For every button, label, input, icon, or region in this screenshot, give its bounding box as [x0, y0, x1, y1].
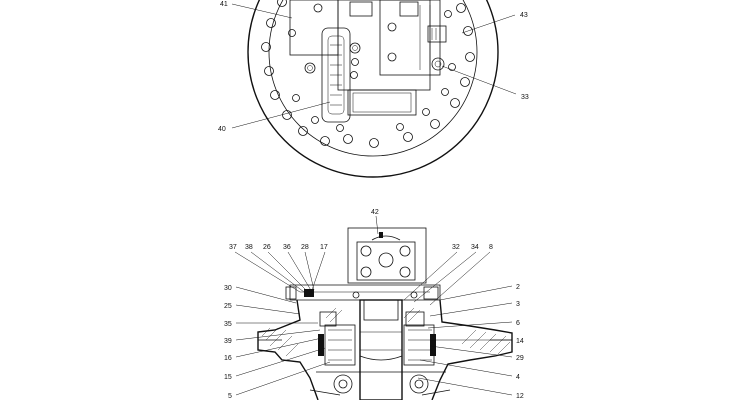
bolt-hole [450, 98, 460, 108]
section-view: 42 37 38 26 36 28 17 32 34 8 30 25 35 39… [224, 209, 524, 400]
bolt-hole [320, 136, 330, 146]
callout-43: 43 [520, 12, 528, 19]
bolt-hole [441, 88, 449, 96]
callout-33: 33 [521, 94, 529, 101]
bolt-hole [336, 124, 344, 132]
callout-39: 39 [224, 338, 232, 345]
bolt-hole [460, 77, 470, 87]
bolt-hole [369, 138, 379, 148]
callout-8: 8 [489, 244, 493, 251]
bolt-hole [430, 119, 440, 129]
bolt-hole [448, 63, 456, 71]
bolt-hole [282, 110, 292, 120]
bolt-hole [422, 108, 430, 116]
callout-40: 40 [218, 126, 226, 133]
callout-16: 16 [224, 355, 232, 362]
callout-38: 38 [245, 244, 253, 251]
section-bearings [309, 311, 451, 396]
bolt-hole [277, 0, 287, 7]
flange-bolt-holes [261, 0, 475, 148]
bolt-hole [270, 90, 280, 100]
callout-26: 26 [263, 244, 271, 251]
valve-cover-lower [347, 89, 417, 116]
bolt-hole [444, 10, 452, 18]
callout-6: 6 [516, 320, 520, 327]
section-housing [257, 299, 513, 400]
bolt-hole [264, 66, 274, 76]
callout-34: 34 [471, 244, 479, 251]
valve-block-main [337, 0, 431, 91]
valve-block [289, 0, 447, 123]
callout-35: 35 [224, 321, 232, 328]
bolt-hole [403, 132, 413, 142]
flange-inner-circle [268, 0, 478, 157]
bolt-hole [298, 126, 308, 136]
bolt-hole [456, 3, 466, 13]
relief-valve [321, 27, 351, 123]
callout-5: 5 [228, 393, 232, 400]
bolt-hole [311, 116, 319, 124]
valve-block-right [379, 0, 441, 76]
bolt-hole [266, 18, 276, 28]
bolt-hole [343, 134, 353, 144]
bolt-hole [396, 123, 404, 131]
callout-36: 36 [283, 244, 291, 251]
callout-12: 12 [516, 393, 524, 400]
callout-28: 28 [301, 244, 309, 251]
section-leaders [234, 215, 513, 396]
bolt-hole [288, 29, 296, 37]
callout-29: 29 [516, 355, 524, 362]
bolt-hole [292, 94, 300, 102]
section-valve-block [347, 227, 427, 284]
callout-3: 3 [516, 301, 520, 308]
callout-14: 14 [516, 338, 524, 345]
bolt-hole [465, 52, 475, 62]
flange-outer-circle [247, 0, 499, 178]
callout-32: 32 [452, 244, 460, 251]
callout-15: 15 [224, 374, 232, 381]
bolt-hole [261, 42, 271, 52]
callout-17: 17 [320, 244, 328, 251]
top-view: 41 43 33 40 [218, 0, 529, 178]
top-leaders [231, 3, 517, 129]
callout-30: 30 [224, 285, 232, 292]
callout-4: 4 [516, 374, 520, 381]
callout-37: 37 [229, 244, 237, 251]
callout-2: 2 [516, 284, 520, 291]
callout-42: 42 [371, 209, 379, 216]
callout-25: 25 [224, 303, 232, 310]
bolt-hole [463, 26, 473, 36]
callout-41: 41 [220, 1, 228, 8]
